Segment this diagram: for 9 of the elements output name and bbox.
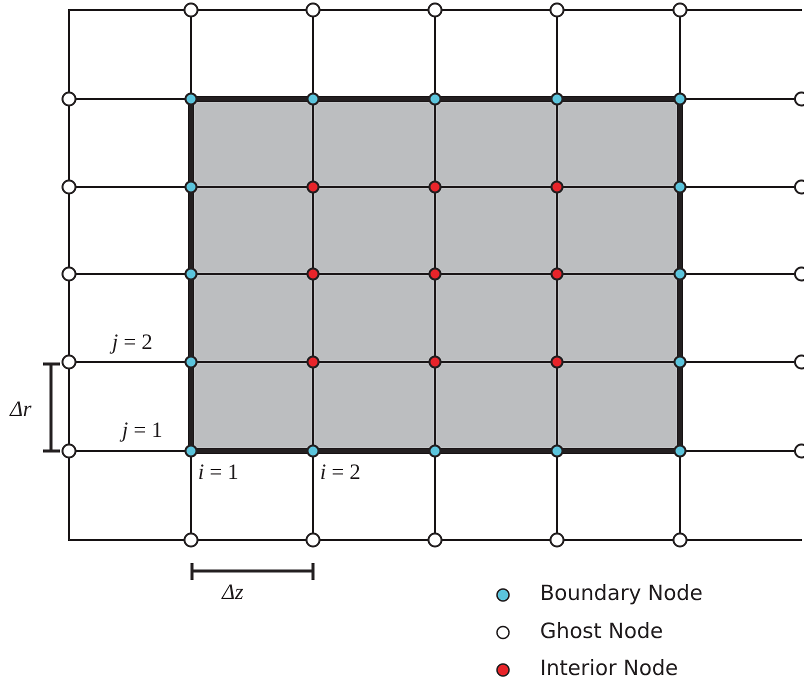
axis-index-label: i = 1 [198,461,239,483]
axis-index-label: j = 2 [112,331,153,353]
legend-label: Interior Node [540,658,678,679]
axis-index-label: Δz [222,581,244,603]
legend-label: Boundary Node [540,583,703,604]
axis-index-label: j = 1 [122,419,163,441]
legend-label: Ghost Node [540,620,664,642]
axis-index-label: Δr [10,398,32,420]
axis-index-label: i = 2 [320,461,361,483]
